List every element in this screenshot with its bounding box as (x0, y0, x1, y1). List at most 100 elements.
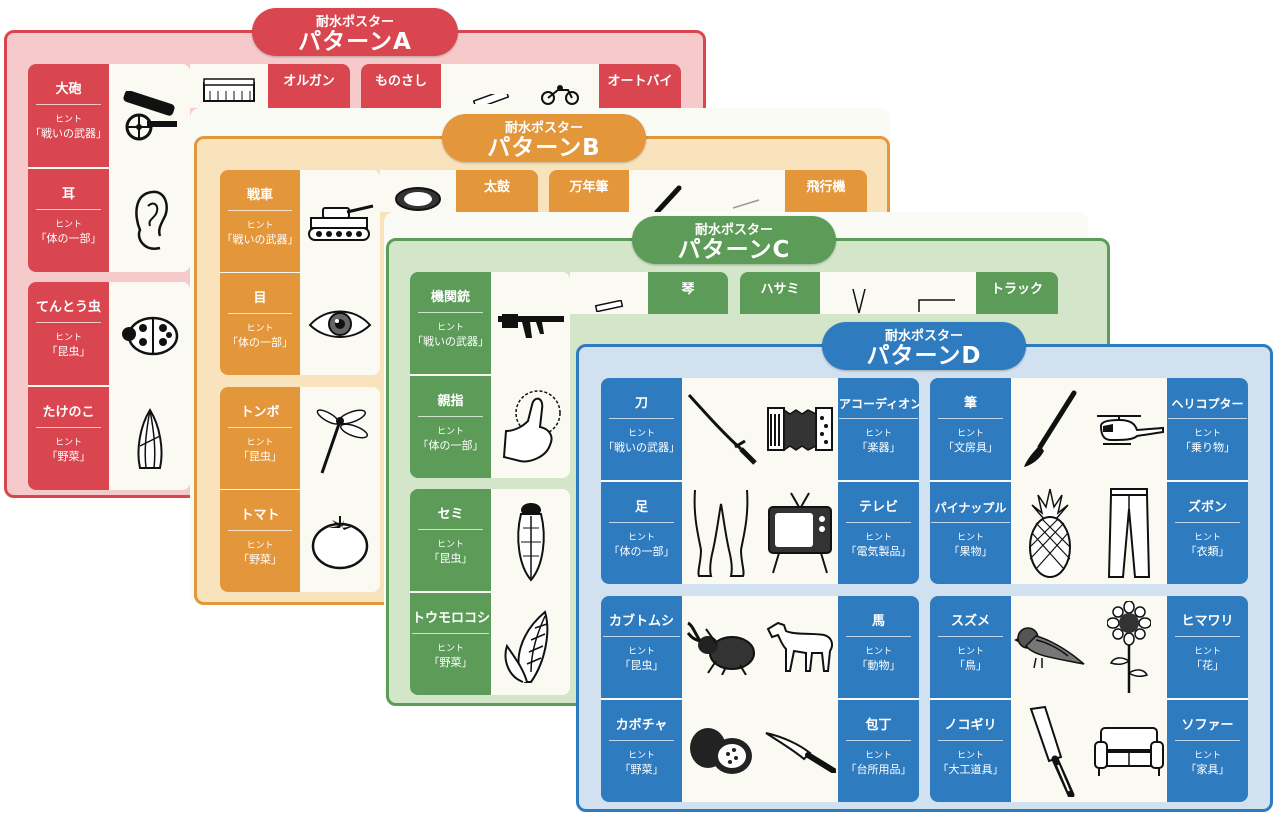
item-name: オルガン (283, 74, 335, 89)
cell-truck (898, 272, 976, 314)
sparrow-icon (1014, 622, 1086, 672)
item-name: トンボ (228, 387, 292, 428)
legs-icon (689, 488, 753, 578)
cell-katana (682, 378, 760, 480)
item-name: アコーディオン (839, 378, 919, 419)
hint-value: 「野菜」 (619, 763, 664, 776)
label-horse: 馬 ヒント 「動物」 (838, 596, 919, 698)
hint-value: 「戦いの武器」 (30, 127, 107, 140)
label-motorcycle: オートバイ (599, 64, 681, 108)
label-legs: 足 ヒント 「体の一部」 (601, 482, 682, 584)
label-scissors: ハサミ (740, 272, 820, 314)
hint-label: ヒント (627, 751, 655, 761)
hint-label: ヒント (627, 533, 655, 543)
airplane-icon (731, 198, 761, 210)
item-name: セミ (418, 489, 483, 530)
hint-label: ヒント (246, 438, 274, 448)
cell-sparrow (1011, 596, 1089, 698)
label-sunflower: ヒマワリ ヒント 「花」 (1167, 596, 1248, 698)
hint-label: ヒント (1193, 647, 1221, 657)
horse-icon (764, 619, 836, 675)
cell-tomato (300, 490, 380, 592)
pants-icon (1107, 487, 1151, 579)
label-sparrow: スズメ ヒント 「鳥」 (930, 596, 1011, 698)
katana-icon (685, 391, 757, 467)
label-organ: オルガン (268, 64, 350, 108)
label-kitchen-knife: 包丁 ヒント 「台所用品」 (838, 700, 919, 802)
hint-value: 「野菜」 (428, 656, 473, 669)
label-pumpkin: カボチャ ヒント 「野菜」 (601, 700, 682, 802)
cell-pants (1090, 482, 1167, 584)
item-name: 大砲 (36, 64, 101, 105)
poster-b-title-badge: 耐水ポスター パターンB (442, 114, 646, 162)
bamboo-shoot-icon (130, 406, 170, 472)
poster-a-subtitle: 耐水ポスター (315, 15, 394, 30)
hint-value: 「衣類」 (1185, 545, 1230, 558)
pineapple-icon (1026, 487, 1074, 579)
cell-machine-gun (491, 272, 570, 374)
cell-dragonfly (300, 387, 380, 489)
label-sofa: ソファー ヒント 「家具」 (1167, 700, 1248, 802)
poster-c-group-4: ハサミ トラック (740, 272, 1058, 314)
cell-legs (682, 482, 760, 584)
hint-value: 「文房具」 (943, 441, 998, 454)
poster-c-group-1: 機関銃 ヒント 「戦いの武器」 親指 ヒント 「体の一部」 (410, 272, 570, 478)
item-name: ヒマワリ (1175, 596, 1240, 637)
cell-koto (570, 272, 648, 314)
hint-value: 「昆虫」 (428, 552, 473, 565)
truck-icon (917, 298, 957, 314)
item-name: ものさし (374, 74, 427, 89)
hint-label: ヒント (864, 647, 892, 657)
item-name: 太鼓 (483, 180, 510, 195)
hint-label: ヒント (436, 427, 464, 437)
cell-pineapple (1011, 482, 1089, 584)
item-name: 耳 (36, 169, 101, 210)
hint-value: 「台所用品」 (845, 763, 912, 776)
cell-brush (1011, 378, 1089, 480)
cell-bamboo-shoot (109, 387, 190, 490)
item-name: トウモロコシ (412, 593, 490, 634)
cell-scissors (820, 272, 898, 314)
poster-b-title: パターンB (487, 135, 601, 161)
helicopter-icon (1093, 412, 1165, 446)
hint-value: 「動物」 (856, 659, 901, 672)
fountain-pen-icon (653, 184, 683, 212)
organ-icon (202, 77, 256, 103)
label-helicopter: ヘリコプター ヒント 「乗り物」 (1167, 378, 1248, 480)
poster-a-group-2: てんとう虫 ヒント 「昆虫」 たけのこ ヒント 「野菜」 (28, 282, 190, 490)
poster-d-group-4: スズメ ヒント 「鳥」 ヒマワリ ヒント 「花」 ノコギリ ヒント 「大工道具」… (930, 596, 1248, 802)
label-bamboo-shoot: たけのこ ヒント 「野菜」 (28, 387, 109, 490)
poster-d-title-badge: 耐水ポスター パターンD (822, 322, 1026, 370)
poster-b-group-4: 万年筆 飛行機 (549, 170, 867, 212)
label-machine-gun: 機関銃 ヒント 「戦いの武器」 (410, 272, 491, 374)
poster-a-group-3: オルガン (190, 64, 350, 108)
hint-value: 「鳥」 (954, 659, 987, 672)
hint-label: ヒント (864, 429, 892, 439)
eye-icon (308, 307, 372, 341)
item-name: てんとう虫 (36, 282, 101, 323)
item-name: トラック (990, 282, 1043, 297)
cell-airplane (707, 170, 785, 212)
sofa-icon (1093, 724, 1165, 778)
item-name: 目 (228, 273, 292, 314)
label-koto: 琴 (648, 272, 728, 314)
cell-sofa (1090, 700, 1167, 802)
item-name: トマト (228, 490, 292, 531)
item-name: オートバイ (607, 74, 673, 89)
cell-ladybug (109, 282, 190, 385)
label-thumb: 親指 ヒント 「体の一部」 (410, 376, 491, 478)
poster-c-title: パターンC (677, 237, 791, 263)
label-dragonfly: トンボ ヒント 「昆虫」 (220, 387, 300, 489)
cell-sunflower (1090, 596, 1167, 698)
label-katana: 刀 ヒント 「戦いの武器」 (601, 378, 682, 480)
cell-corn (491, 593, 570, 695)
hint-value: 「体の一部」 (417, 439, 484, 452)
scissors-icon (849, 287, 869, 314)
hint-label: ヒント (956, 647, 984, 657)
cell-thumb (491, 376, 570, 478)
label-corn: トウモロコシ ヒント 「野菜」 (410, 593, 491, 695)
poster-a-title: パターンA (298, 29, 412, 55)
saw-icon (1025, 705, 1075, 797)
item-name: 包丁 (846, 700, 911, 741)
item-name: 親指 (418, 376, 483, 417)
